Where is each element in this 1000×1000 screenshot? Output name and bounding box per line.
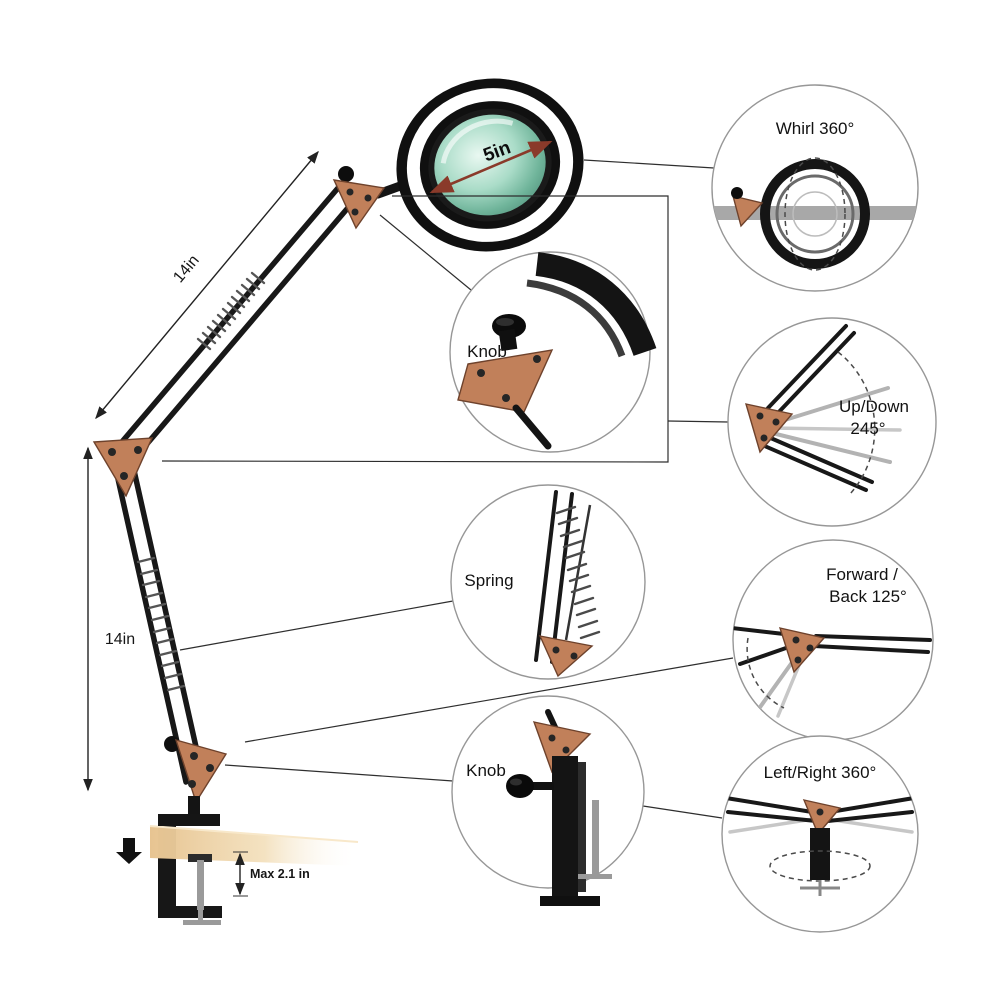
- upper-arm-length-label: 14in: [170, 252, 202, 286]
- table-surface: [150, 826, 358, 866]
- forwardback-label-line1: Forward /: [826, 565, 898, 584]
- top-knob: [338, 166, 354, 182]
- lower-arm-length-label: 14in: [105, 631, 135, 648]
- clamp-capacity-label: Max 2.1 in: [250, 867, 310, 881]
- spring-label: Spring: [464, 571, 513, 590]
- leftright-label: Left/Right 360°: [764, 763, 877, 782]
- callout-connectors: [161, 159, 734, 819]
- upper-arm-spring: [196, 271, 266, 351]
- callout-knob-bottom: Knob: [451, 695, 645, 906]
- base-joint: [164, 736, 228, 804]
- table-clamp: [149, 796, 359, 925]
- down-arrow-icon: [116, 838, 142, 864]
- callout-left-right: Left/Right 360°: [721, 735, 919, 933]
- forwardback-label-line2: Back 125°: [829, 587, 907, 606]
- led-ring: [406, 88, 574, 242]
- knob-bottom-label: Knob: [466, 761, 506, 780]
- lower-arm-spring: [136, 556, 186, 692]
- callout-spring: Spring: [450, 484, 646, 680]
- updown-label-line1: Up/Down: [839, 397, 909, 416]
- knob-top-label: Knob: [467, 342, 507, 361]
- spring-coil: [555, 505, 601, 640]
- elbow-joint: [92, 437, 154, 498]
- lower-arm: [113, 463, 206, 785]
- callout-forward-back: Forward / Back 125°: [732, 539, 934, 741]
- updown-label-line2: 245°: [850, 419, 885, 438]
- callout-knob-top: Knob: [449, 251, 657, 453]
- clamp-knob: [506, 774, 534, 798]
- clamp-capacity-dimension: Max 2.1 in: [233, 851, 310, 897]
- whirl-label: Whirl 360°: [776, 119, 855, 138]
- lower-arm-dimension: 14in: [83, 446, 135, 792]
- callout-up-down: Up/Down 245°: [727, 317, 937, 527]
- rotation-path: [784, 157, 846, 271]
- top-joint: [332, 166, 386, 230]
- callout-whirl-360: Whirl 360°: [711, 84, 919, 292]
- upper-arm: [112, 185, 355, 468]
